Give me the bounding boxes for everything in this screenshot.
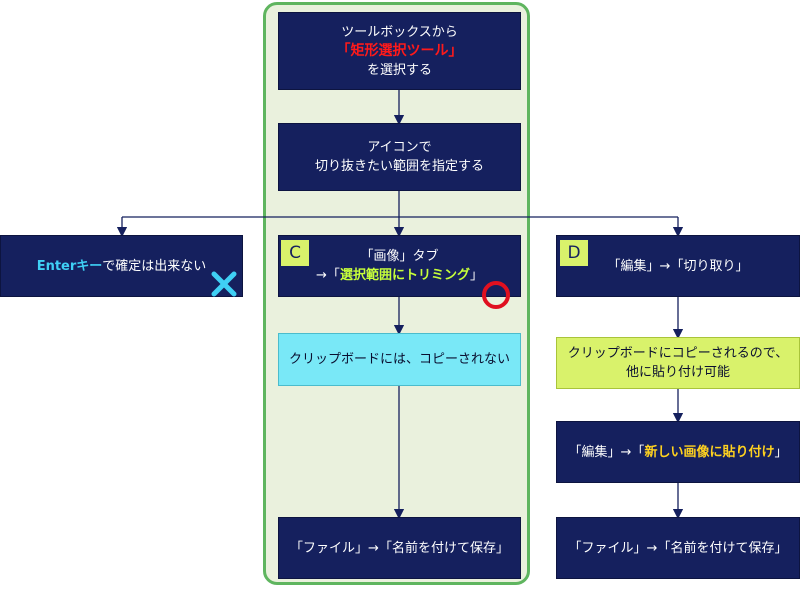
d-tag: D xyxy=(560,240,588,266)
step1-line3: を選択する xyxy=(366,62,432,78)
c-step3-box: 「ファイル」→「名前を付けて保存」 xyxy=(278,517,521,579)
c-step1-prefix: →「 xyxy=(316,268,340,283)
enter-key-label: Enterキー xyxy=(36,258,103,274)
circle-ok-icon xyxy=(482,281,510,309)
c-step1-line1: 「画像」タブ xyxy=(360,249,439,264)
d-step3-box: 「編集」→「新しい画像に貼り付け」 xyxy=(556,421,800,483)
c-step1-highlight: 選択範囲にトリミング xyxy=(339,268,470,283)
d-step1-text: 「編集」→「切り取り」 xyxy=(607,258,749,274)
step2-line2: 切り抜きたい範囲を指定する xyxy=(314,159,484,174)
d-step2-line1: クリップボードにコピーされるので、 xyxy=(567,346,789,361)
d-step2-box: クリップボードにコピーされるので、 他に貼り付け可能 xyxy=(556,337,800,389)
step1-box: ツールボックスから 「矩形選択ツール」 を選択する xyxy=(278,12,521,90)
c-step1-box: 「画像」タブ →「選択範囲にトリミング」 xyxy=(278,235,521,297)
d-step4-box: 「ファイル」→「名前を付けて保存」 xyxy=(556,517,800,579)
d-step2-line2: 他に貼り付け可能 xyxy=(625,365,730,380)
c-step2-box: クリップボードには、コピーされない xyxy=(278,333,521,386)
step2-box: アイコンで 切り抜きたい範囲を指定する xyxy=(278,123,521,191)
c-step1-line2: →「選択範囲にトリミング」 xyxy=(316,266,483,285)
c-step2-text: クリップボードには、コピーされない xyxy=(288,352,510,367)
enter-key-text: で確定は出来ない xyxy=(102,258,207,274)
enter-key-box: Enterキーで確定は出来ない xyxy=(0,235,243,297)
d-step3-highlight: 新しい画像に貼り付け xyxy=(644,444,775,460)
step1-highlight: 「矩形選択ツール」 xyxy=(336,42,463,59)
d-step4-text: 「ファイル」→「名前を付けて保存」 xyxy=(568,540,788,556)
d-step3-prefix: 「編集」→「 xyxy=(568,444,645,460)
d-step1-box: 「編集」→「切り取り」 xyxy=(556,235,800,297)
c-step3-text: 「ファイル」→「名前を付けて保存」 xyxy=(290,540,509,556)
x-mark-icon xyxy=(211,271,237,297)
c-tag: C xyxy=(281,240,309,266)
step2-line1: アイコンで xyxy=(367,140,432,155)
step1-line1: ツールボックスから xyxy=(341,24,458,40)
d-step3-suffix: 」 xyxy=(774,444,788,460)
c-step1-suffix: 」 xyxy=(469,268,483,283)
